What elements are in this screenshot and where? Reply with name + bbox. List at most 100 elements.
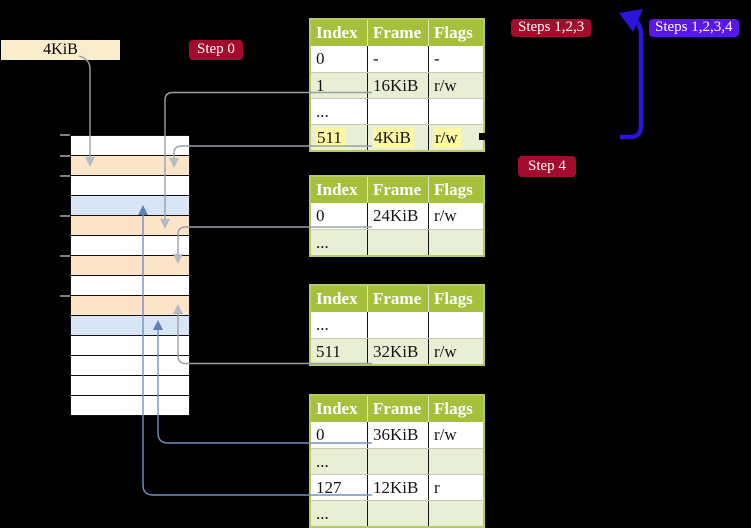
memory-frame-row bbox=[70, 375, 190, 396]
column-header: Flags bbox=[434, 289, 473, 308]
memory-tick bbox=[60, 215, 70, 217]
step-0-badge: Step 0 bbox=[189, 40, 243, 60]
table-cell: 0 bbox=[311, 203, 368, 229]
highlighted-value: r/w bbox=[434, 128, 461, 148]
table-cell: 12KiB bbox=[368, 475, 429, 500]
table-cell: r/w bbox=[434, 425, 457, 444]
table-cell: r/w bbox=[434, 206, 457, 225]
recursive-loop-arrow bbox=[620, 16, 644, 140]
memory-frame-row bbox=[70, 175, 190, 196]
column-header: Flags bbox=[434, 399, 473, 418]
memory-tick bbox=[60, 255, 70, 257]
column-header: Frame bbox=[368, 20, 429, 46]
table-row: ... bbox=[311, 448, 483, 474]
column-header: Index bbox=[311, 20, 368, 46]
memory-column bbox=[70, 135, 190, 416]
column-header: Index bbox=[311, 177, 368, 203]
table-cell: 16KiB bbox=[368, 73, 429, 98]
table-cell: ... bbox=[311, 230, 368, 255]
highlighted-value: 511 bbox=[316, 128, 345, 148]
table-cell: 36KiB bbox=[368, 422, 429, 448]
memory-frame-row bbox=[70, 235, 190, 256]
table-cell bbox=[368, 501, 429, 526]
column-header: Frame bbox=[368, 177, 429, 203]
table-row: ... bbox=[311, 312, 483, 338]
table-cell bbox=[368, 99, 429, 124]
table-row: ... bbox=[311, 500, 483, 526]
memory-frame-row bbox=[70, 155, 190, 176]
memory-frame-row bbox=[70, 315, 190, 336]
column-header: Flags bbox=[434, 23, 473, 42]
step-4-badge: Step 4 bbox=[518, 156, 576, 177]
column-header: Frame bbox=[368, 396, 429, 422]
table-cell bbox=[429, 449, 483, 474]
table-cell: r/w bbox=[434, 342, 457, 361]
table-cell bbox=[429, 501, 483, 526]
table-cell bbox=[429, 230, 483, 255]
memory-tick bbox=[60, 295, 70, 297]
column-header: Index bbox=[311, 396, 368, 422]
table-cell bbox=[368, 449, 429, 474]
table-row: 511 4KiB r/w bbox=[311, 124, 483, 150]
table-cell bbox=[429, 99, 483, 124]
table-row: ... bbox=[311, 98, 483, 124]
table-cell: ... bbox=[311, 99, 368, 124]
memory-tick bbox=[60, 134, 70, 136]
table-row: ... bbox=[311, 229, 483, 255]
table-cell: ... bbox=[311, 312, 368, 338]
table-cell bbox=[368, 312, 429, 338]
memory-frame-row bbox=[70, 295, 190, 316]
table-cell: 511 bbox=[311, 339, 368, 364]
column-header: Flags bbox=[434, 180, 473, 199]
memory-frame-row bbox=[70, 335, 190, 356]
table-cell: - bbox=[368, 46, 429, 72]
table-row: 0-- bbox=[311, 46, 483, 72]
memory-frame-row bbox=[70, 195, 190, 216]
memory-ticks bbox=[60, 134, 70, 297]
table-cell: 24KiB bbox=[368, 203, 429, 229]
table-cell bbox=[368, 230, 429, 255]
table-cell: 0 bbox=[311, 46, 368, 72]
table-cell: - bbox=[434, 49, 440, 68]
memory-tick bbox=[60, 155, 70, 157]
table-cell: 4KiB bbox=[368, 125, 429, 150]
column-header: Index bbox=[311, 286, 368, 312]
highlighted-value: 4KiB bbox=[373, 128, 414, 148]
table-cell: 511 bbox=[311, 125, 368, 150]
memory-tick bbox=[60, 175, 70, 177]
table-cell: r/w bbox=[429, 125, 483, 150]
table-cell: ... bbox=[311, 501, 368, 526]
column-header: Frame bbox=[368, 286, 429, 312]
table-cell: r/w bbox=[434, 76, 457, 95]
memory-frame-row bbox=[70, 275, 190, 296]
memory-frame-row bbox=[70, 255, 190, 276]
table-cell: 0 bbox=[311, 422, 368, 448]
table-cell: 32KiB bbox=[368, 339, 429, 364]
table-cell: ... bbox=[311, 449, 368, 474]
table-cell: r bbox=[434, 478, 440, 497]
table-cell bbox=[429, 312, 483, 338]
memory-frame-row bbox=[70, 135, 190, 156]
memory-frame-row bbox=[70, 215, 190, 236]
memory-frame-row bbox=[70, 395, 190, 416]
recursive-loop-arrowhead bbox=[619, 9, 643, 32]
table-cell: 127 bbox=[311, 475, 368, 500]
frame-size-label: 4KiB bbox=[1, 40, 120, 60]
memory-frame-row bbox=[70, 355, 190, 376]
table-cell: 1 bbox=[311, 73, 368, 98]
steps-1234-badge: Steps 1,2,3,4 bbox=[649, 19, 739, 37]
